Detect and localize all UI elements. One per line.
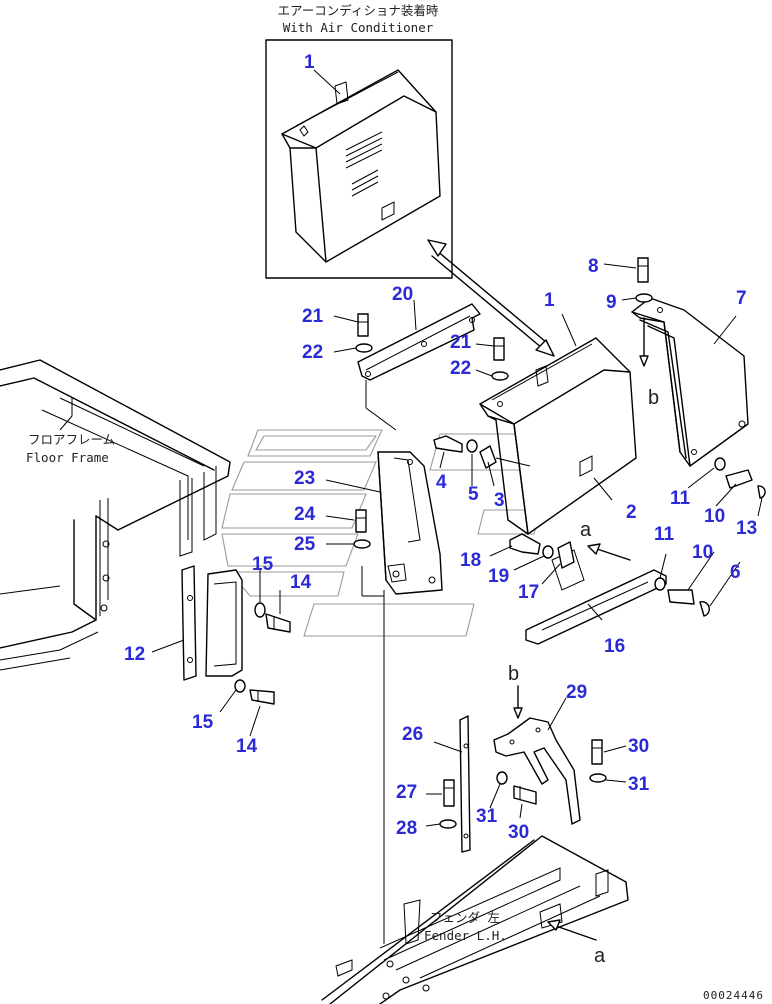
callout-14-lower: 14 bbox=[236, 736, 258, 757]
callout-22-right: 22 bbox=[450, 358, 471, 379]
callout-21-left: 21 bbox=[302, 306, 324, 327]
arrow-b-lower bbox=[513, 685, 523, 719]
arrow-a-lower bbox=[547, 919, 597, 941]
letter-b-lower: b bbox=[508, 663, 519, 685]
document-number: 00024446 bbox=[703, 989, 764, 1002]
floor-frame-drawing bbox=[0, 359, 231, 671]
callout-12: 12 bbox=[124, 644, 145, 665]
callout-13: 13 bbox=[736, 518, 757, 539]
callout-15-upper: 15 bbox=[252, 554, 274, 575]
callout-22-left: 22 bbox=[302, 342, 323, 363]
post-23-drawing bbox=[377, 451, 443, 595]
callout-23: 23 bbox=[294, 468, 315, 489]
callout-inset-1: 1 bbox=[304, 52, 315, 73]
callout-1: 1 bbox=[544, 290, 555, 311]
bracket-29-drawing bbox=[493, 717, 581, 825]
callout-20: 20 bbox=[392, 284, 413, 305]
leader-lines bbox=[151, 263, 763, 827]
fasteners bbox=[234, 257, 766, 829]
callout-30-lower: 30 bbox=[508, 822, 529, 843]
callout-labels: 1 2 3 4 5 6 7 8 9 10 10 11 11 12 13 14 1… bbox=[124, 256, 757, 843]
side-cover-drawing bbox=[631, 297, 749, 467]
callout-11-lower: 11 bbox=[654, 524, 675, 545]
callout-27: 27 bbox=[396, 782, 417, 803]
callout-28: 28 bbox=[396, 818, 417, 839]
arrow-b-top bbox=[639, 317, 649, 367]
bracket-16-drawing bbox=[525, 549, 667, 645]
double-arrow bbox=[427, 239, 555, 357]
ghost-guides bbox=[221, 429, 541, 637]
callout-26: 26 bbox=[402, 724, 423, 745]
callout-29: 29 bbox=[566, 682, 587, 703]
callout-31-lower: 31 bbox=[476, 806, 498, 827]
callout-24: 24 bbox=[294, 504, 316, 525]
fender-drawing bbox=[321, 835, 629, 1004]
callout-16: 16 bbox=[604, 636, 625, 657]
callout-10-lower: 10 bbox=[692, 542, 713, 563]
note-floor-frame-en: Floor Frame bbox=[26, 450, 109, 465]
callout-31-right: 31 bbox=[628, 774, 650, 795]
bracket-26-drawing bbox=[459, 715, 471, 853]
callout-9: 9 bbox=[606, 292, 617, 313]
note-fender-en: Fender L.H. bbox=[424, 928, 507, 943]
arrow-a-right bbox=[587, 543, 631, 561]
note-floor-frame-jp: フロアフレーム bbox=[28, 432, 115, 447]
inset-title-en: With Air Conditioner bbox=[283, 20, 434, 35]
callout-3: 3 bbox=[494, 490, 505, 511]
main-cover-drawing bbox=[479, 337, 637, 535]
callout-14-upper: 14 bbox=[290, 572, 312, 593]
callout-2: 2 bbox=[626, 502, 637, 523]
callout-19: 19 bbox=[488, 566, 509, 587]
callout-15-lower: 15 bbox=[192, 712, 214, 733]
callout-25: 25 bbox=[294, 534, 316, 555]
callout-4: 4 bbox=[436, 472, 447, 493]
callout-5: 5 bbox=[468, 484, 479, 505]
letter-b-top: b bbox=[648, 387, 659, 409]
callout-11-upper: 11 bbox=[670, 488, 691, 509]
callout-7: 7 bbox=[736, 288, 747, 309]
letter-a-lower: a bbox=[594, 945, 606, 967]
callout-6: 6 bbox=[730, 562, 741, 583]
bracket-12-drawing bbox=[181, 565, 243, 681]
callout-17: 17 bbox=[518, 582, 539, 603]
callout-18: 18 bbox=[460, 550, 481, 571]
bracket-20-drawing bbox=[357, 303, 481, 381]
callout-21-right: 21 bbox=[450, 332, 472, 353]
note-fender-jp: フェンダ 左 bbox=[430, 910, 500, 925]
callout-10-upper: 10 bbox=[704, 506, 725, 527]
inset-title-jp: エアーコンディショナ装着時 bbox=[278, 3, 439, 18]
inset-cover-drawing bbox=[281, 69, 441, 263]
callout-30-right: 30 bbox=[628, 736, 649, 757]
letter-a-right: a bbox=[580, 519, 592, 541]
inset-panel: エアーコンディショナ装着時 With Air Conditioner 1 bbox=[265, 3, 453, 279]
callout-8: 8 bbox=[588, 256, 599, 277]
